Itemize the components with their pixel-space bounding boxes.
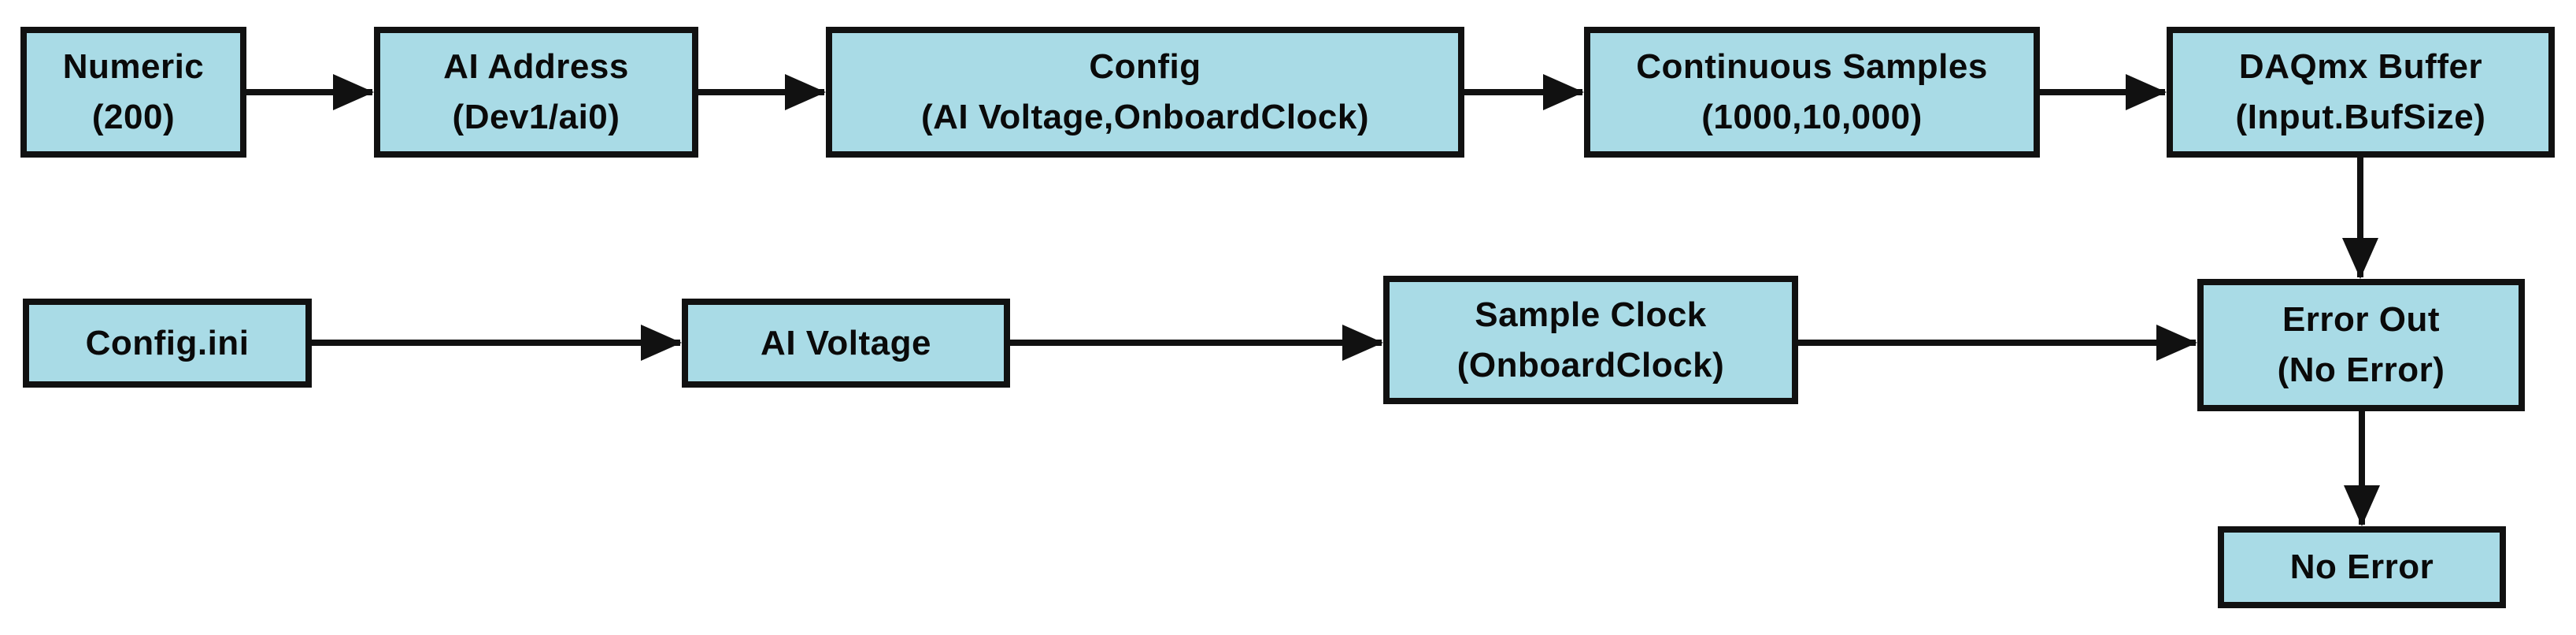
node-sample-clock-line1: Sample Clock: [1475, 295, 1707, 334]
node-sample-clock: Sample Clock (OnboardClock): [1383, 276, 1798, 404]
node-ai-address-line1: AI Address: [443, 47, 629, 86]
node-numeric-line2: (200): [91, 98, 176, 136]
node-daqmx-buffer-line2: (Input.BufSize): [2235, 98, 2486, 136]
node-ai-address: AI Address (Dev1/ai0): [374, 27, 698, 158]
node-ai-voltage-line1: AI Voltage: [761, 323, 931, 362]
node-ai-voltage: AI Voltage: [682, 299, 1010, 388]
node-config: Config (AI Voltage,OnboardClock): [826, 27, 1464, 158]
node-error-out: Error Out (No Error): [2197, 279, 2525, 411]
node-config-ini-line1: Config.ini: [85, 323, 250, 362]
node-config-line1: Config: [1089, 47, 1201, 86]
node-ai-address-line2: (Dev1/ai0): [452, 98, 620, 136]
node-sample-clock-line2: (OnboardClock): [1456, 345, 1725, 384]
node-numeric-line1: Numeric: [62, 47, 205, 86]
node-config-ini: Config.ini: [23, 299, 312, 388]
node-daqmx-buffer: DAQmx Buffer (Input.BufSize): [2167, 27, 2555, 158]
node-continuous-samples: Continuous Samples (1000,10,000): [1584, 27, 2040, 158]
node-error-out-line1: Error Out: [2282, 300, 2441, 339]
node-continuous-samples-line1: Continuous Samples: [1636, 47, 1988, 86]
node-continuous-samples-line2: (1000,10,000): [1701, 98, 1923, 136]
node-numeric: Numeric (200): [20, 27, 246, 158]
node-no-error-line1: No Error: [2289, 548, 2434, 586]
node-daqmx-buffer-line1: DAQmx Buffer: [2238, 47, 2483, 86]
node-error-out-line2: (No Error): [2277, 351, 2445, 389]
node-config-line2: (AI Voltage,OnboardClock): [920, 98, 1370, 136]
node-no-error: No Error: [2218, 526, 2506, 608]
